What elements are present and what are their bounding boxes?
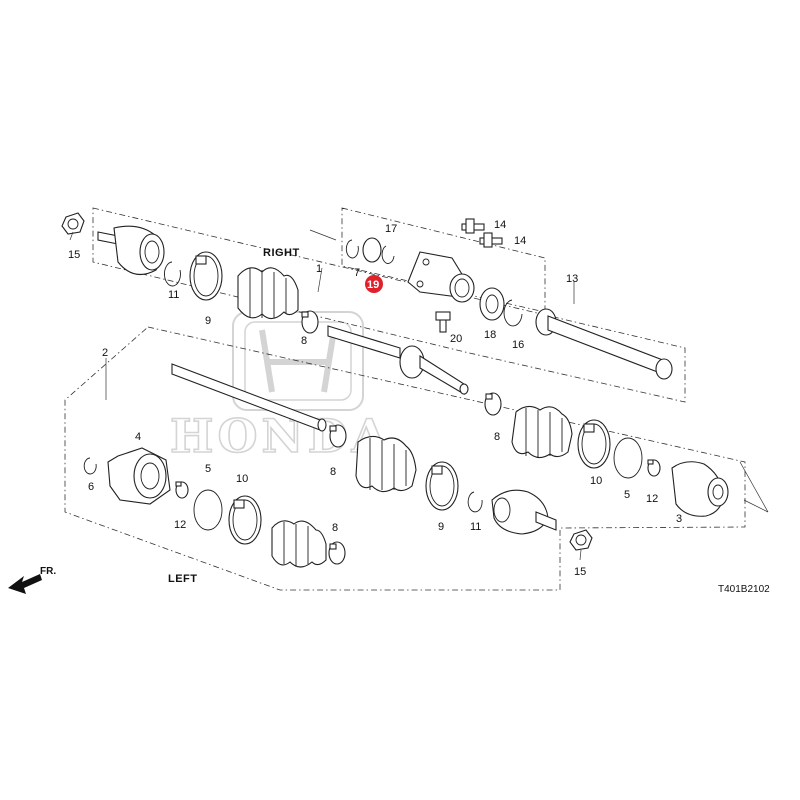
callout-2[interactable]: 2 <box>102 347 108 359</box>
callout-5-right[interactable]: 5 <box>624 489 630 501</box>
inboard-joint-part-3 <box>671 461 729 517</box>
callout-8-right-mid[interactable]: 8 <box>494 431 500 443</box>
callout-14-upper[interactable]: 14 <box>494 219 506 231</box>
callout-14-lower[interactable]: 14 <box>514 235 526 247</box>
circlip-part-16 <box>503 299 523 327</box>
callout-7[interactable]: 7 <box>354 267 360 279</box>
bolt-part-20 <box>435 311 451 333</box>
boot-band-part-8-lower-left <box>328 541 346 565</box>
boot-band-part-9-right <box>189 251 223 301</box>
left-side-label: LEFT <box>168 573 198 585</box>
callout-10-right[interactable]: 10 <box>590 475 602 487</box>
callout-3[interactable]: 3 <box>676 513 682 525</box>
inboard-boot-right <box>511 405 573 459</box>
diagram-code: T401B2102 <box>718 584 770 595</box>
honda-watermark-text: HONDA <box>170 409 391 463</box>
outboard-boot-left <box>355 435 417 493</box>
callout-8-mid-left[interactable]: 8 <box>330 466 336 478</box>
callout-5-left[interactable]: 5 <box>205 463 211 475</box>
boot-band-part-9-left <box>425 461 459 511</box>
right-shaft-frame <box>92 207 686 403</box>
ring-part-5-left <box>193 489 223 531</box>
circlip-part-11-right <box>164 261 181 287</box>
outboard-boot-right <box>237 267 299 320</box>
callout-18[interactable]: 18 <box>484 329 496 341</box>
clip-part-12-right <box>647 459 661 477</box>
outboard-cv-joint-left <box>491 489 557 535</box>
boot-band-part-8-right-mid <box>484 392 502 416</box>
callout-11-left[interactable]: 11 <box>470 521 481 533</box>
oring-part-17 <box>381 245 395 264</box>
boot-band-part-10-right <box>577 419 611 469</box>
clip-part-12-left <box>175 481 189 499</box>
callout-12-right[interactable]: 12 <box>646 493 658 505</box>
circlip-part-7 <box>345 239 359 259</box>
highlight-circle-part-19 <box>365 275 383 293</box>
bolt-part-14-lower <box>479 232 503 248</box>
spindle-nut-part-15-right <box>61 212 85 235</box>
callout-12-left[interactable]: 12 <box>174 519 186 531</box>
callout-9-left[interactable]: 9 <box>438 521 444 533</box>
honda-watermark-logo <box>232 311 364 411</box>
left-driveshaft-shaft <box>171 363 327 432</box>
callout-20[interactable]: 20 <box>450 333 462 345</box>
intermediate-shaft-part-13 <box>535 308 673 380</box>
callout-15-right[interactable]: 15 <box>68 249 80 261</box>
bolt-part-14-upper <box>461 218 485 234</box>
callout-11-right[interactable]: 11 <box>168 289 179 301</box>
callout-1[interactable]: 1 <box>316 263 322 275</box>
inboard-boot-left <box>271 520 327 568</box>
callout-6[interactable]: 6 <box>88 481 94 493</box>
callout-15-left[interactable]: 15 <box>574 566 586 578</box>
right-bearing-subframe <box>341 207 546 313</box>
outboard-cv-joint-right <box>97 225 165 276</box>
leader-lines <box>69 229 769 561</box>
circlip-part-11-left <box>467 491 483 513</box>
right-driveshaft-shaft <box>327 325 469 395</box>
bearing-part-18 <box>479 287 505 321</box>
circlip-part-6 <box>83 457 97 475</box>
callout-numbers: 1 2 3 4 5 5 6 7 8 8 8 8 9 9 10 10 11 11 … <box>68 219 682 578</box>
callout-13[interactable]: 13 <box>566 273 578 285</box>
boot-band-part-8-mid-left <box>329 424 347 448</box>
callout-10-left[interactable]: 10 <box>236 473 248 485</box>
callout-19[interactable]: 19 <box>367 279 379 291</box>
callout-4[interactable]: 4 <box>135 431 141 443</box>
spindle-nut-part-15-left <box>569 529 593 551</box>
callout-17[interactable]: 17 <box>385 223 397 235</box>
dust-seal-part-19 <box>362 237 382 263</box>
boot-band-part-10-left <box>228 495 262 545</box>
callout-8-lower-left[interactable]: 8 <box>332 522 338 534</box>
callout-16[interactable]: 16 <box>512 339 524 351</box>
right-side-label: RIGHT <box>263 247 300 259</box>
callout-9-right[interactable]: 9 <box>205 315 211 327</box>
front-direction-label: FR. <box>40 566 56 577</box>
inboard-joint-part-4 <box>107 447 171 505</box>
callout-8-right[interactable]: 8 <box>301 335 307 347</box>
ring-part-5-right <box>613 437 643 479</box>
boot-band-part-8-right <box>301 310 319 334</box>
front-direction-arrow-icon <box>8 574 42 594</box>
bearing-support-bracket <box>407 251 475 303</box>
